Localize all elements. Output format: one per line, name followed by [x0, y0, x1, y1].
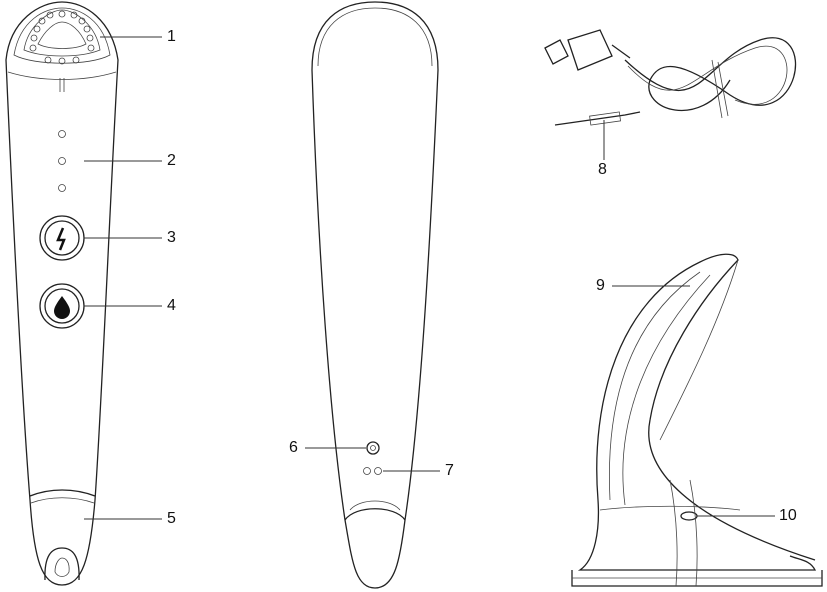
lightning-icon	[56, 227, 66, 251]
sensor-hole	[374, 467, 382, 475]
device-front-view	[5, 1, 119, 586]
usb-cable	[544, 29, 797, 126]
charging-stand	[571, 253, 823, 587]
callout-1: 1	[167, 28, 176, 45]
indicator-light	[58, 184, 66, 192]
stand-contact	[680, 511, 698, 521]
callout-4: 4	[167, 297, 176, 314]
led-ring	[29, 10, 95, 65]
callout-8: 8	[598, 161, 607, 178]
sensor-hole	[363, 467, 371, 475]
power-button[interactable]	[39, 215, 85, 261]
indicator-light	[58, 130, 66, 138]
droplet-icon	[54, 296, 70, 319]
callout-7: 7	[445, 462, 454, 479]
callout-9: 9	[596, 277, 605, 294]
callout-6: 6	[289, 439, 298, 456]
callout-3: 3	[167, 229, 176, 246]
mode-button[interactable]	[39, 283, 85, 329]
indicator-light	[58, 157, 66, 165]
callout-5: 5	[167, 510, 176, 527]
device-back-view	[311, 1, 439, 589]
charging-port	[366, 441, 380, 455]
callout-2: 2	[167, 152, 176, 169]
callout-10: 10	[779, 507, 797, 524]
